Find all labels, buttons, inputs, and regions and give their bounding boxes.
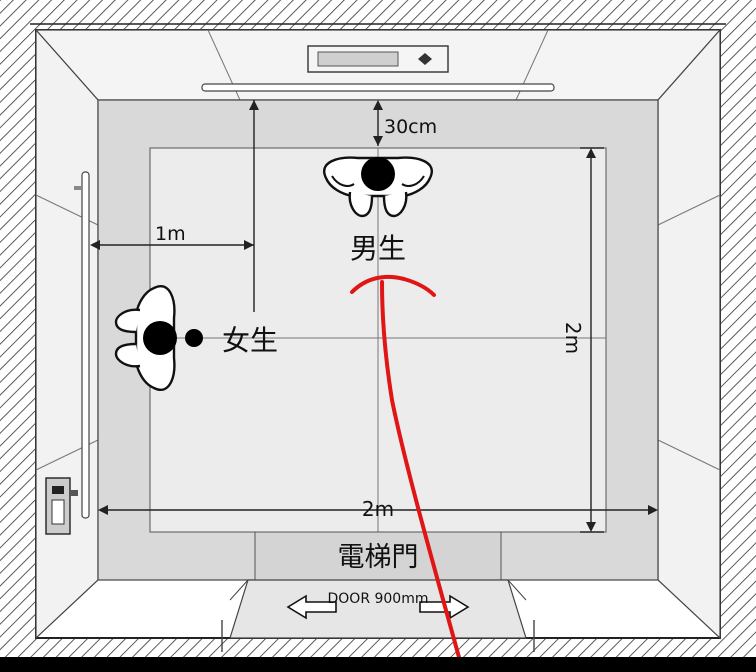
label-1m: 1m <box>155 223 186 245</box>
label-30cm: 30cm <box>384 116 437 138</box>
ceiling-light-icon <box>307 45 449 73</box>
walk-path-annotation <box>350 274 464 670</box>
dim-1m <box>90 100 259 312</box>
label-2m-vertical: 2m <box>561 322 585 354</box>
door-recess <box>221 531 535 652</box>
dim-30cm <box>373 100 383 146</box>
label-male: 男生 <box>350 232 406 265</box>
bottom-frame <box>0 657 756 672</box>
side-handrail <box>74 171 90 519</box>
dim-2m-vertical <box>580 147 604 533</box>
person-top-view-icon <box>114 285 203 391</box>
dim-2m-horizontal <box>98 505 658 515</box>
label-2m-horizontal: 2m <box>362 497 394 521</box>
rear-handrail <box>201 83 555 92</box>
elevator-panel-icon <box>45 477 78 535</box>
label-female: 女生 <box>222 324 278 357</box>
label-door-caption: DOOR 900mm <box>328 591 429 607</box>
label-door-title: 電梯門 <box>338 542 419 573</box>
person-top-view-icon <box>323 156 433 218</box>
